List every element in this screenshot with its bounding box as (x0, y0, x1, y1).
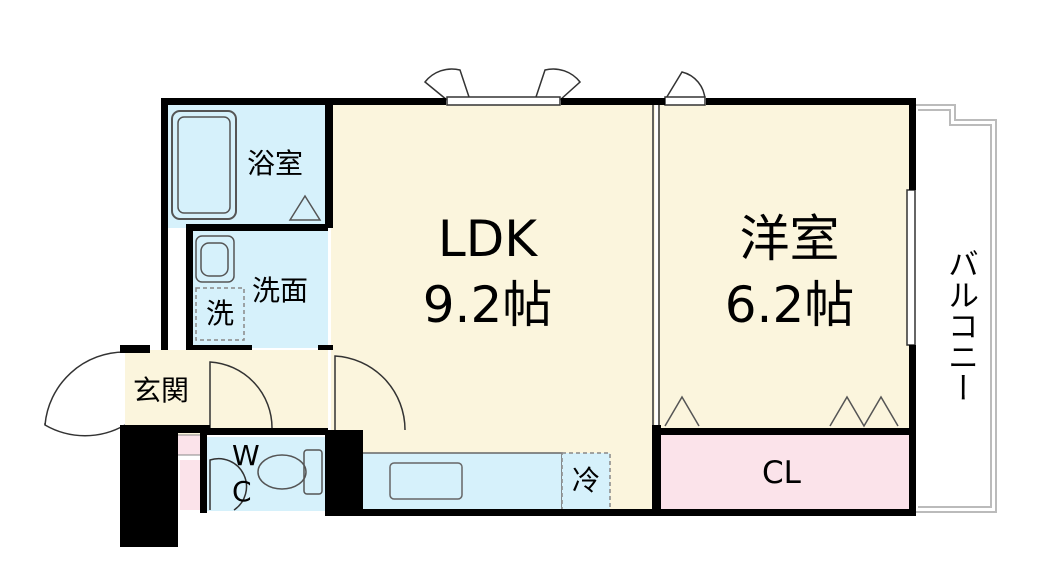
bathroom-floor (166, 103, 328, 228)
washbasin-bowl (200, 242, 229, 277)
entrance-floor (125, 350, 205, 435)
toilet-floor (207, 437, 325, 511)
kitchen-sink (389, 462, 463, 500)
toilet-label-w: W (232, 439, 260, 472)
ldk-name: LDK (437, 210, 538, 268)
bathtub (171, 110, 237, 220)
western-room-size: 6.2帖 (724, 276, 855, 334)
balcony-label: バルコニー (942, 248, 978, 403)
washroom-floor (193, 230, 328, 348)
closet-door-right (829, 395, 899, 428)
fridge-label: 冷 (572, 464, 601, 497)
closet-floor (658, 433, 911, 513)
washing-machine-space (195, 287, 245, 341)
western-room-name: 洋室 (739, 210, 840, 268)
closet-label: CL (762, 455, 801, 491)
balcony (913, 104, 997, 513)
ldk-floor (331, 103, 655, 513)
bathroom-label: 浴室 (247, 147, 304, 180)
walls (120, 98, 916, 547)
closet-door-left (664, 395, 700, 427)
washer-label: 洗 (206, 297, 235, 330)
fridge-space (561, 452, 611, 512)
washbasin (195, 235, 235, 283)
washroom-label: 洗面 (252, 274, 309, 307)
western-room-floor (658, 103, 911, 433)
ldk-size: 9.2帖 (422, 276, 553, 334)
hall-floor (205, 350, 328, 430)
entrance-label: 玄関 (133, 374, 190, 407)
toilet-tank (303, 449, 323, 495)
toilet-bowl (257, 454, 307, 490)
sliding-partition (652, 105, 660, 425)
bathtub-inner (177, 116, 231, 214)
door-swings (44, 68, 706, 511)
bath-shower (288, 194, 322, 221)
toilet-label-c: C (232, 475, 252, 508)
